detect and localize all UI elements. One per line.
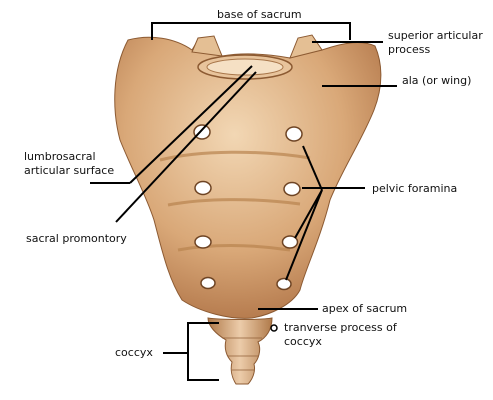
pelvic-foramen [276,277,292,291]
label-sacral-promontory: sacral promontory [26,232,127,245]
label-base-of-sacrum: base of sacrum [217,8,302,21]
label-line: articular surface [24,164,115,177]
pelvic-foramina-leader [302,145,323,191]
pelvic-foramen [200,276,216,290]
label-lumbrosacral-articular-surface: lumbrosacral articular surface [24,150,114,178]
label-ala: ala (or wing) [402,74,472,87]
pelvic-foramina-leader [285,189,323,281]
sacral-ridge [167,198,301,207]
pelvic-foramina-leader [294,189,323,239]
label-superior-articular-process: superior articular process [388,29,483,57]
lumbrosacral-leader [129,65,253,184]
pelvic-foramen [194,180,212,196]
coccyx-bone [207,317,273,385]
pelvic-foramen [281,235,299,249]
transverse-process-marker [270,324,278,332]
label-pelvic-foramina: pelvic foramina [372,182,458,195]
sacrum-body [114,35,382,319]
label-line: process [388,43,431,56]
articular-surface-rim [206,58,284,76]
sacral-ridge [159,150,311,162]
leader-lines [90,22,397,381]
pelvic-foramen [283,181,301,197]
superior-articular-process-left [191,35,223,57]
coccyx-bracket [187,322,219,381]
label-coccyx: coccyx [115,346,153,359]
base-of-sacrum-bracket [151,22,351,40]
label-apex-of-sacrum: apex of sacrum [322,302,408,315]
sacral-promontory-leader [115,71,257,223]
pelvic-foramen [285,126,303,142]
label-transverse-process-of-coccyx: tranverse process of coccyx [284,321,397,349]
label-line: lumbrosacral [24,150,96,163]
pelvic-foramen [194,235,212,249]
sacral-ridge [177,244,291,252]
label-line: superior articular [388,29,483,42]
superior-articular-process-right [289,34,323,59]
label-line: tranverse process of [284,321,397,334]
label-line: coccyx [284,335,322,348]
